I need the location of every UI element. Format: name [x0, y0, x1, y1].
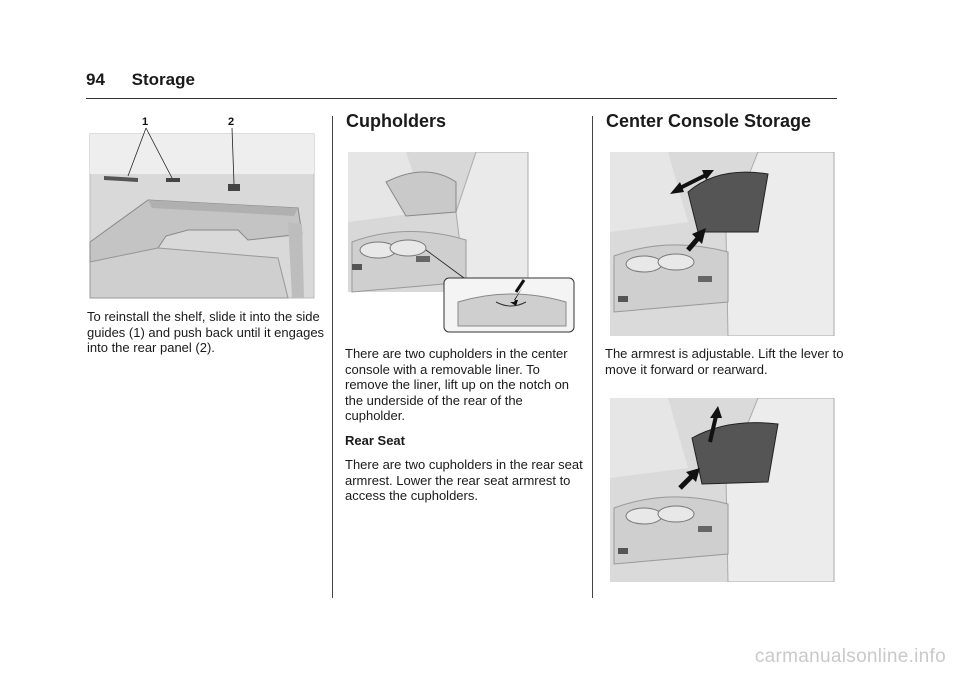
section-title: Storage	[131, 70, 195, 89]
callout-2: 2	[228, 116, 234, 128]
callout-1: 1	[142, 116, 148, 128]
cupholders-text: There are two cupholders in the center c…	[345, 346, 570, 423]
armrest-adjust-text: The armrest is adjustable. Lift the leve…	[605, 346, 844, 377]
column-divider-right	[592, 116, 593, 598]
page-header: 94 Storage	[86, 70, 195, 90]
armrest-slide-illustration	[608, 152, 836, 336]
shelf-reinstall-text: To reinstall the shelf, slide it into th…	[87, 309, 325, 355]
armrest-lift-illustration	[608, 398, 836, 582]
header-rule	[86, 98, 837, 99]
shelf-illustration: 1 2	[88, 112, 316, 300]
rear-seat-heading: Rear Seat	[345, 433, 405, 448]
watermark: carmanualsonline.info	[754, 646, 946, 667]
page-number: 94	[86, 70, 105, 89]
rear-seat-text: There are two cupholders in the rear sea…	[345, 457, 583, 503]
cupholder-illustration	[346, 152, 576, 334]
cupholders-heading: Cupholders	[346, 111, 447, 131]
column-divider-left	[332, 116, 333, 598]
console-storage-heading: Center Console Storage	[606, 111, 812, 131]
